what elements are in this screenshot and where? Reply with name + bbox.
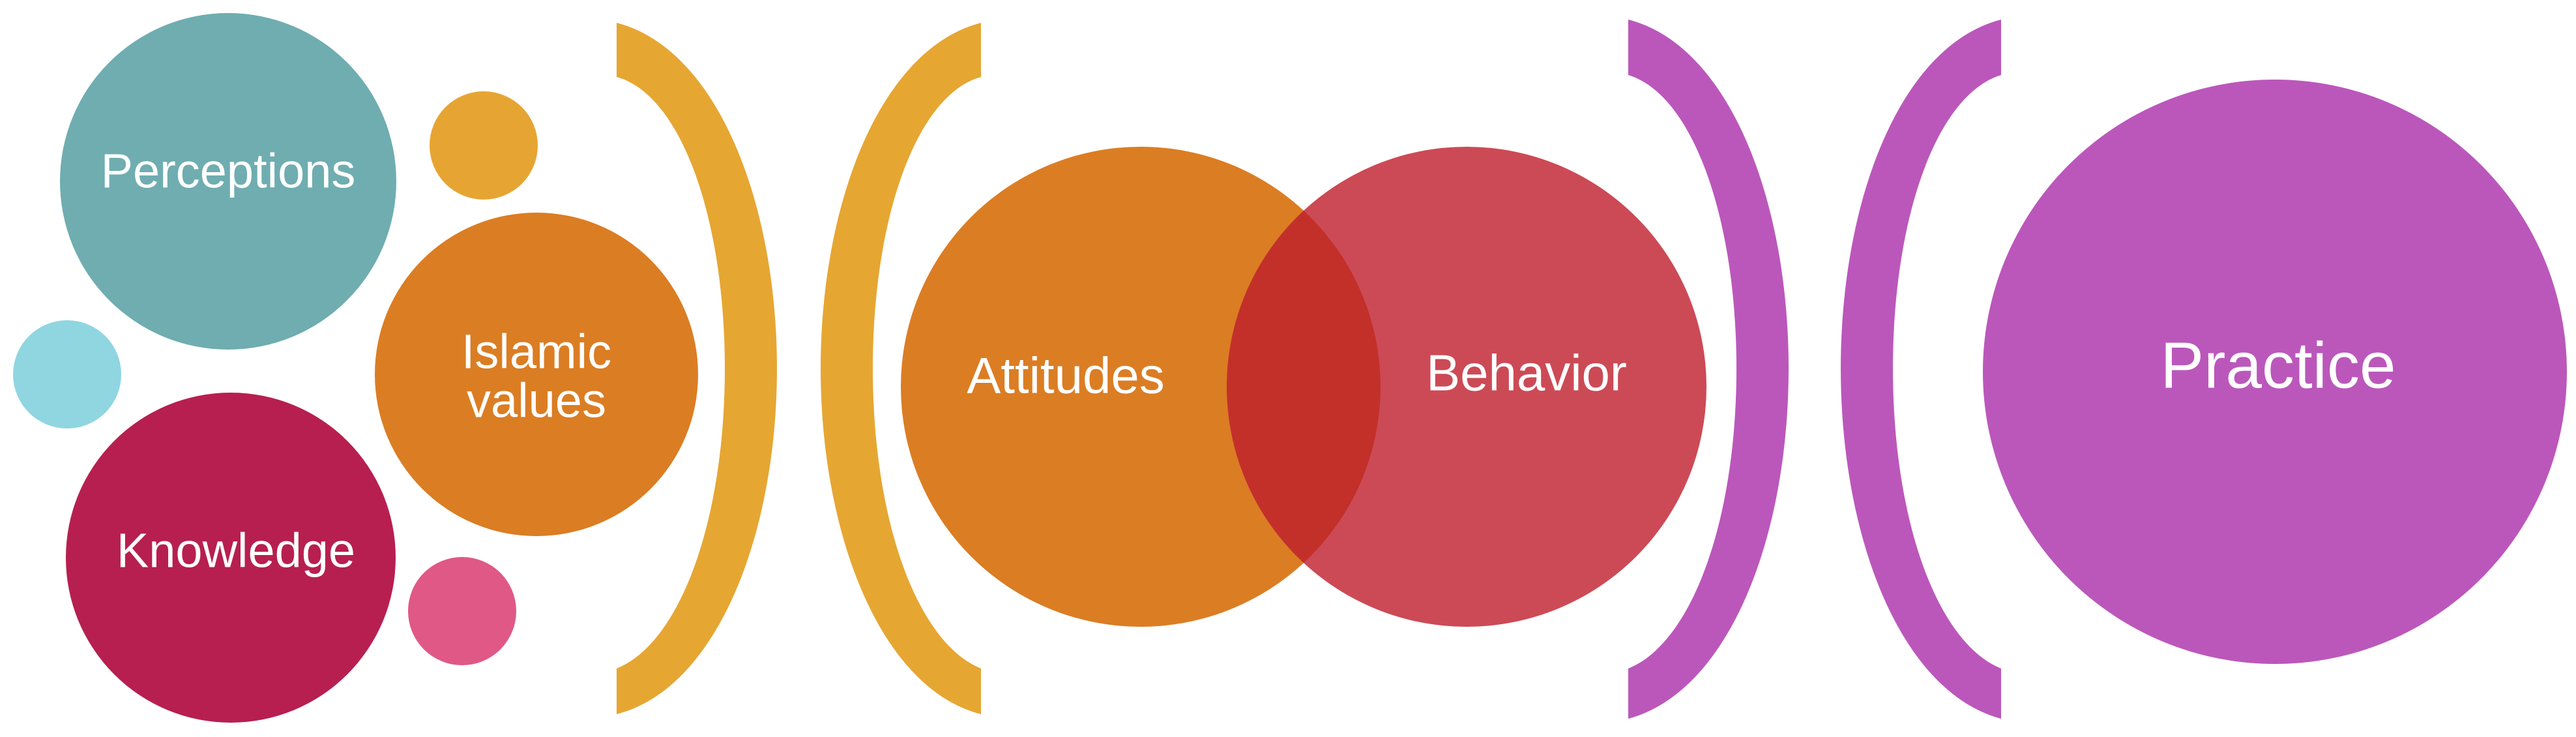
islamic-values-circle: [375, 213, 698, 536]
islamic-values-label-line2: values: [467, 374, 606, 428]
small-pink-circle: [408, 557, 516, 665]
practice-circle: [1983, 80, 2567, 664]
small-gold-circle: [430, 91, 538, 200]
purple-bracket-close: [1628, 20, 1789, 719]
islamic-values-label-line1: Islamic: [461, 325, 611, 379]
purple-bracket-open: [1841, 20, 2001, 719]
venn-overlap: [1227, 211, 1381, 563]
attitudes-label: Attitudes: [967, 347, 1165, 404]
practice-label: Practice: [2160, 329, 2395, 402]
gold-bracket-open: [821, 23, 981, 714]
perceptions-label: Perceptions: [101, 144, 356, 198]
perceptions-circle: [60, 13, 396, 350]
small-cyan-circle: [13, 320, 121, 429]
knowledge-circle: [66, 393, 396, 723]
knowledge-label: Knowledge: [117, 524, 355, 578]
behavior-label: Behavior: [1426, 344, 1627, 402]
gold-bracket-close: [617, 23, 777, 714]
